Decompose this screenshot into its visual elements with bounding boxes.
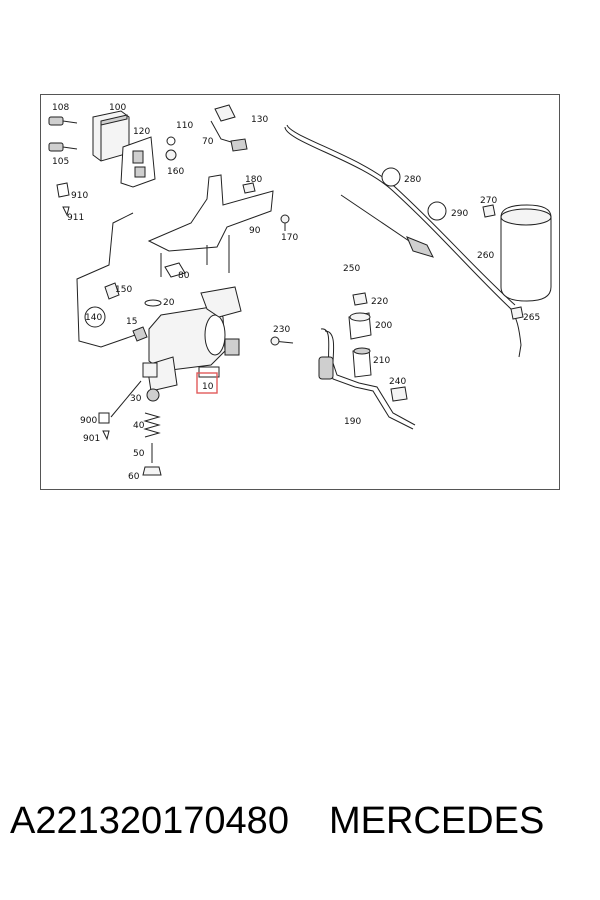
label-240: 240: [389, 377, 406, 387]
label-900: 900: [80, 416, 97, 426]
label-160: 160: [167, 167, 184, 177]
pipe-250: [284, 126, 522, 358]
diagram-canvas: 108 100 130 120 110 70 105 160 910 911 1…: [48, 103, 552, 482]
fitting-220: [352, 292, 368, 306]
label-40: 40: [133, 421, 145, 431]
label-15: 15: [126, 317, 137, 327]
brand-name: MERCEDES: [328, 800, 545, 842]
highlight-box-10: [196, 372, 218, 394]
label-290: 290: [451, 209, 468, 219]
label-140: 140: [85, 313, 102, 323]
clip-80: [164, 262, 186, 278]
spring-40: [143, 412, 161, 438]
seal-30: [146, 388, 160, 402]
pipe-250-inner: [286, 124, 516, 306]
label-220: 220: [371, 297, 388, 307]
mount-bracket-90: [147, 174, 274, 277]
washer-20: [144, 299, 162, 307]
pipe-280: [340, 194, 434, 258]
bolt-170: [280, 214, 290, 231]
fitting-15: [132, 326, 148, 342]
air-dryer-210: [352, 347, 372, 378]
label-260: 260: [477, 251, 494, 261]
valve-block-200: [348, 312, 372, 340]
fitting-265: [510, 306, 524, 320]
sensor-105: [48, 142, 78, 152]
part-number: A221320170480: [10, 800, 289, 842]
label-20: 20: [163, 298, 175, 308]
fitting-150: [104, 282, 120, 300]
label-70: 70: [202, 137, 214, 147]
label-108: 108: [52, 103, 69, 113]
label-150: 150: [115, 285, 132, 295]
tool-280-icon: [381, 167, 401, 187]
sensor-108: [48, 116, 78, 126]
bolt-110: [165, 136, 177, 161]
pipe-190-connector: [318, 356, 334, 380]
label-30: 30: [130, 394, 142, 404]
label-105: 105: [52, 157, 69, 167]
nut-60: [142, 466, 162, 476]
label-80: 80: [178, 271, 190, 281]
part-caption: A221320170480 MERCEDES: [10, 800, 590, 860]
clip-240: [390, 386, 408, 402]
tool-290: [427, 201, 447, 221]
label-230: 230: [273, 325, 290, 335]
label-910: 910: [71, 191, 88, 201]
label-270: 270: [480, 196, 497, 206]
reservoir-260: [500, 204, 552, 302]
bolt-230: [270, 336, 294, 346]
label-170: 170: [281, 233, 298, 243]
label-200: 200: [375, 321, 392, 331]
label-100: 100: [109, 103, 126, 113]
label-911: 911: [67, 213, 84, 223]
clip-910: [56, 182, 70, 217]
label-190: 190: [344, 417, 361, 427]
label-901: 901: [83, 434, 100, 444]
label-180: 180: [245, 175, 262, 185]
label-210: 210: [373, 356, 390, 366]
level-sensor-130: [210, 104, 248, 152]
leader-900: [110, 380, 142, 418]
label-250: 250: [343, 264, 360, 274]
parts-diagram: 108 100 130 120 110 70 105 160 910 911 1…: [40, 94, 560, 490]
clip-900: [98, 412, 110, 441]
pipe-140: [84, 306, 106, 328]
pipe-190-inner: [324, 330, 416, 426]
label-50: 50: [133, 449, 145, 459]
label-265: 265: [523, 313, 540, 323]
label-130: 130: [251, 115, 268, 125]
callout-labels: 108 100 130 120 110 70 105 160 910 911 1…: [52, 103, 540, 482]
label-120: 120: [133, 127, 150, 137]
nut-180: [242, 182, 256, 194]
label-90: 90: [249, 226, 261, 236]
compressor-10: [142, 286, 242, 392]
bracket-120: [120, 136, 156, 188]
label-280: 280: [404, 175, 421, 185]
label-10: 10: [202, 382, 214, 392]
label-60: 60: [128, 472, 140, 482]
air-line-left: [76, 212, 142, 348]
valve-270: [482, 204, 496, 218]
label-110: 110: [176, 121, 193, 131]
